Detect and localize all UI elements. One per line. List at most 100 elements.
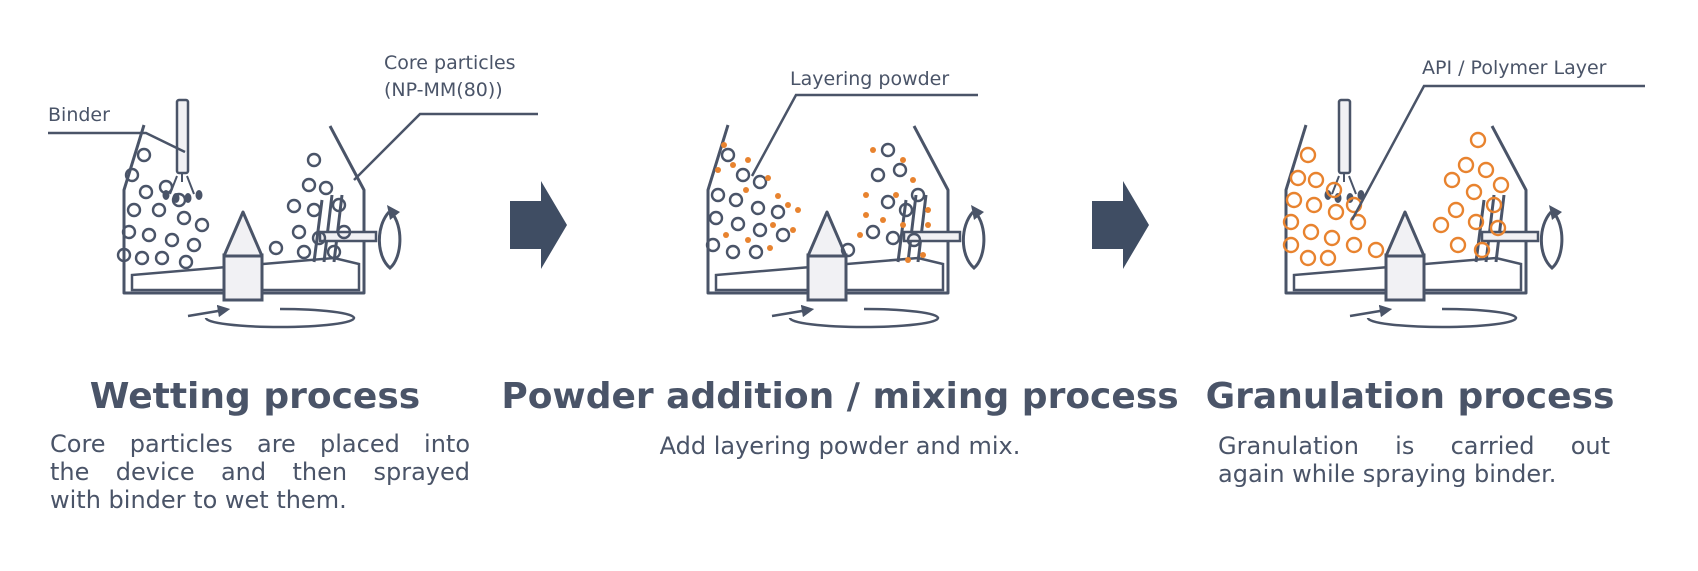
- core-particle: [708, 210, 724, 226]
- particles: [705, 142, 931, 263]
- particles: [116, 147, 352, 270]
- layered-granule: [1447, 201, 1465, 219]
- powder-particle: [910, 177, 916, 183]
- core-particle: [336, 224, 352, 240]
- chopper-rotation-arrow: [377, 210, 402, 270]
- core-particle: [136, 147, 152, 163]
- layered-granule: [1457, 156, 1475, 174]
- core-particle: [880, 142, 896, 158]
- agitator-plate: [130, 256, 361, 292]
- powder-addition-mixing-title: Powder addition / mixing process: [501, 376, 1179, 417]
- powder-particle: [775, 193, 781, 199]
- powder-particle: [900, 157, 906, 163]
- description-line: the device and then sprayed: [50, 458, 470, 486]
- core-particles-label: Core particles: [384, 52, 516, 74]
- layered-granule: [1299, 249, 1317, 267]
- particles: [1282, 131, 1510, 267]
- core-particle: [735, 167, 751, 183]
- agitator-cone: [222, 210, 264, 258]
- agitator-hub: [1384, 253, 1426, 302]
- core-particle: [286, 198, 302, 214]
- layered-granule: [1485, 196, 1503, 214]
- layered-granule: [1473, 241, 1491, 259]
- granulation-process-title: Granulation process: [1205, 376, 1615, 417]
- core-particle: [728, 192, 744, 208]
- bottom-rotation-arrow: [788, 307, 940, 329]
- core-particle: [770, 204, 786, 220]
- layered-granule: [1325, 181, 1343, 199]
- agitator-plate: [1292, 256, 1523, 292]
- core-particle: [885, 230, 901, 246]
- layered-granule: [1327, 203, 1345, 221]
- layered-granule: [1323, 229, 1341, 247]
- chopper-rotation-arrowhead: [971, 205, 984, 220]
- core-particle: [331, 197, 347, 213]
- core-particle: [186, 237, 202, 253]
- core-particle: [752, 222, 768, 238]
- vessel-granulation: [1282, 98, 1564, 329]
- granulation-process-description: Granulation is carried out again while s…: [1218, 432, 1610, 488]
- layered-granule: [1489, 219, 1507, 237]
- spray-lines: [169, 172, 195, 195]
- core-particle: [840, 242, 856, 258]
- bottom-rotation-arrowhead: [771, 304, 815, 318]
- spray-droplet: [195, 190, 203, 200]
- core-particle: [898, 202, 914, 218]
- powder-addition-description: Add layering powder and mix.: [560, 432, 1120, 460]
- core-particle: [178, 254, 194, 270]
- powder-particle: [925, 222, 931, 228]
- core-particle: [121, 224, 137, 240]
- core-particle: [291, 224, 307, 240]
- core-particle: [151, 202, 167, 218]
- core-particle: [865, 224, 881, 240]
- core-particle: [725, 244, 741, 260]
- layered-granule: [1299, 146, 1317, 164]
- core-particle: [138, 184, 154, 200]
- description-line: with binder to wet them.: [50, 486, 347, 514]
- powder-particle: [870, 147, 876, 153]
- powder-particle: [785, 202, 791, 208]
- wetting-process-title: Wetting process: [89, 376, 421, 417]
- powder-particle: [920, 252, 926, 258]
- layered-granule: [1449, 236, 1467, 254]
- core-particle: [720, 147, 736, 163]
- layered-granule: [1345, 236, 1363, 254]
- core-particles-grade-label: (NP-MM(80)): [384, 79, 503, 101]
- core-particle: [116, 247, 132, 263]
- core-particle: [710, 187, 726, 203]
- core-particle: [326, 244, 342, 260]
- powder-particle: [723, 232, 729, 238]
- powder-particle: [893, 192, 899, 198]
- layering-powder-leader-line: [750, 93, 978, 177]
- layered-granule: [1302, 223, 1320, 241]
- binder-nozzle: [1337, 98, 1352, 175]
- core-particle: [880, 194, 896, 210]
- powder-particle: [715, 167, 721, 173]
- core-particle: [311, 230, 327, 246]
- powder-particle: [767, 245, 773, 251]
- chopper-rotation-arrowhead: [387, 205, 400, 220]
- api-polymer-leader-line: [1350, 84, 1645, 221]
- layered-granule: [1282, 213, 1300, 231]
- core-particle: [750, 200, 766, 216]
- layered-granule: [1289, 169, 1307, 187]
- powder-particle: [857, 232, 863, 238]
- powder-particle: [905, 257, 911, 263]
- core-particle: [124, 167, 140, 183]
- binder-label: Binder: [48, 104, 110, 126]
- layered-granule: [1443, 171, 1461, 189]
- vessel-mixing: [705, 124, 986, 329]
- layered-granule: [1285, 191, 1303, 209]
- powder-particle: [790, 227, 796, 233]
- core-particle: [154, 250, 170, 266]
- powder-particle: [765, 175, 771, 181]
- spray-lines: [1331, 172, 1357, 195]
- core-particles-leader-line: [353, 112, 538, 181]
- description-line: Add layering powder and mix.: [659, 432, 1021, 460]
- binder-leader-line: [48, 131, 186, 154]
- powder-particle: [745, 237, 751, 243]
- bottom-rotation-arrowhead: [187, 304, 231, 318]
- core-particle: [910, 187, 926, 203]
- core-particle: [194, 217, 210, 233]
